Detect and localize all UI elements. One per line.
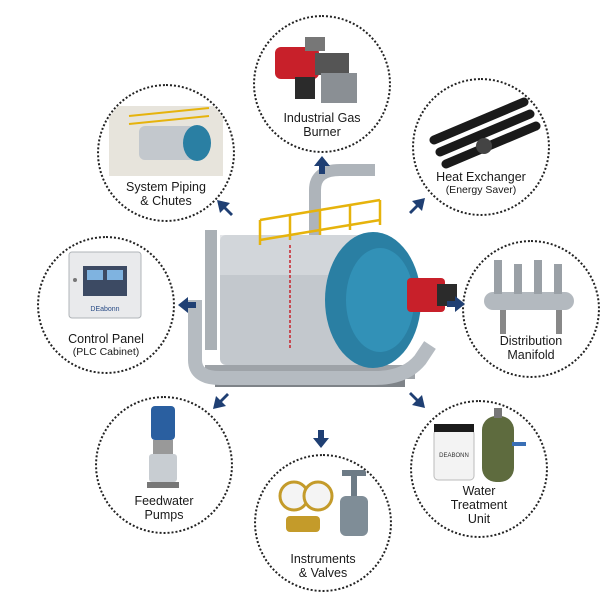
arrow-up-left-icon	[217, 200, 233, 216]
node-instruments-valves: Instruments & Valves	[254, 454, 392, 592]
control-panel-icon: DEabonn	[68, 251, 142, 319]
heat-exchanger-icon	[429, 97, 541, 169]
pump-icon	[147, 406, 179, 488]
valves-label-2: & Valves	[298, 566, 348, 580]
arrow-down-icon	[313, 430, 329, 448]
water-label-1: Water	[462, 484, 496, 498]
burner-label-2: Burner	[303, 125, 341, 139]
burner-label-1: Industrial Gas	[283, 111, 361, 125]
node-feedwater-pumps: Feedwater Pumps	[95, 396, 233, 534]
control-sublabel: (PLC Cabinet)	[72, 346, 140, 358]
exchanger-sublabel: (Energy Saver)	[445, 184, 517, 196]
piping-label-1: System Piping	[126, 180, 206, 194]
node-control-panel: DEabonn Control Panel (PLC Cabinet)	[37, 236, 175, 374]
control-label: Control Panel	[68, 332, 144, 346]
arrow-down-right-icon	[409, 392, 425, 408]
manifold-label-2: Manifold	[507, 348, 555, 362]
piping-label-2: & Chutes	[140, 194, 192, 208]
manifold-label-1: Distribution	[499, 334, 563, 348]
gas-burner-icon	[275, 37, 357, 103]
panel-brand-text: DEabonn	[90, 306, 119, 313]
pumps-label-2: Pumps	[144, 508, 184, 522]
node-water-treatment-unit: DEABONN Water Treatment Unit	[410, 400, 548, 538]
arrow-down-left-icon	[213, 393, 229, 409]
tank-brand-text: DEABONN	[439, 453, 469, 459]
node-industrial-gas-burner: Industrial Gas Burner	[253, 15, 391, 153]
exchanger-label: Heat Exchanger	[436, 170, 526, 184]
arrow-up-icon	[314, 156, 330, 174]
valves-label-1: Instruments	[290, 552, 356, 566]
piping-icon	[109, 106, 223, 176]
node-system-piping: System Piping & Chutes	[97, 84, 235, 222]
arrow-right-icon	[447, 296, 465, 312]
node-distribution-manifold: Distribution Manifold	[462, 240, 600, 378]
water-treatment-icon: DEABONN	[433, 408, 526, 482]
water-label-2: Treatment	[450, 498, 508, 512]
manifold-icon	[484, 260, 574, 334]
arrow-left-icon	[178, 297, 196, 313]
node-heat-exchanger: Heat Exchanger (Energy Saver)	[412, 78, 550, 216]
arrow-up-right-icon	[409, 198, 425, 214]
water-label-3: Unit	[467, 512, 491, 526]
pumps-label-1: Feedwater	[134, 494, 194, 508]
valves-icon	[278, 470, 368, 536]
